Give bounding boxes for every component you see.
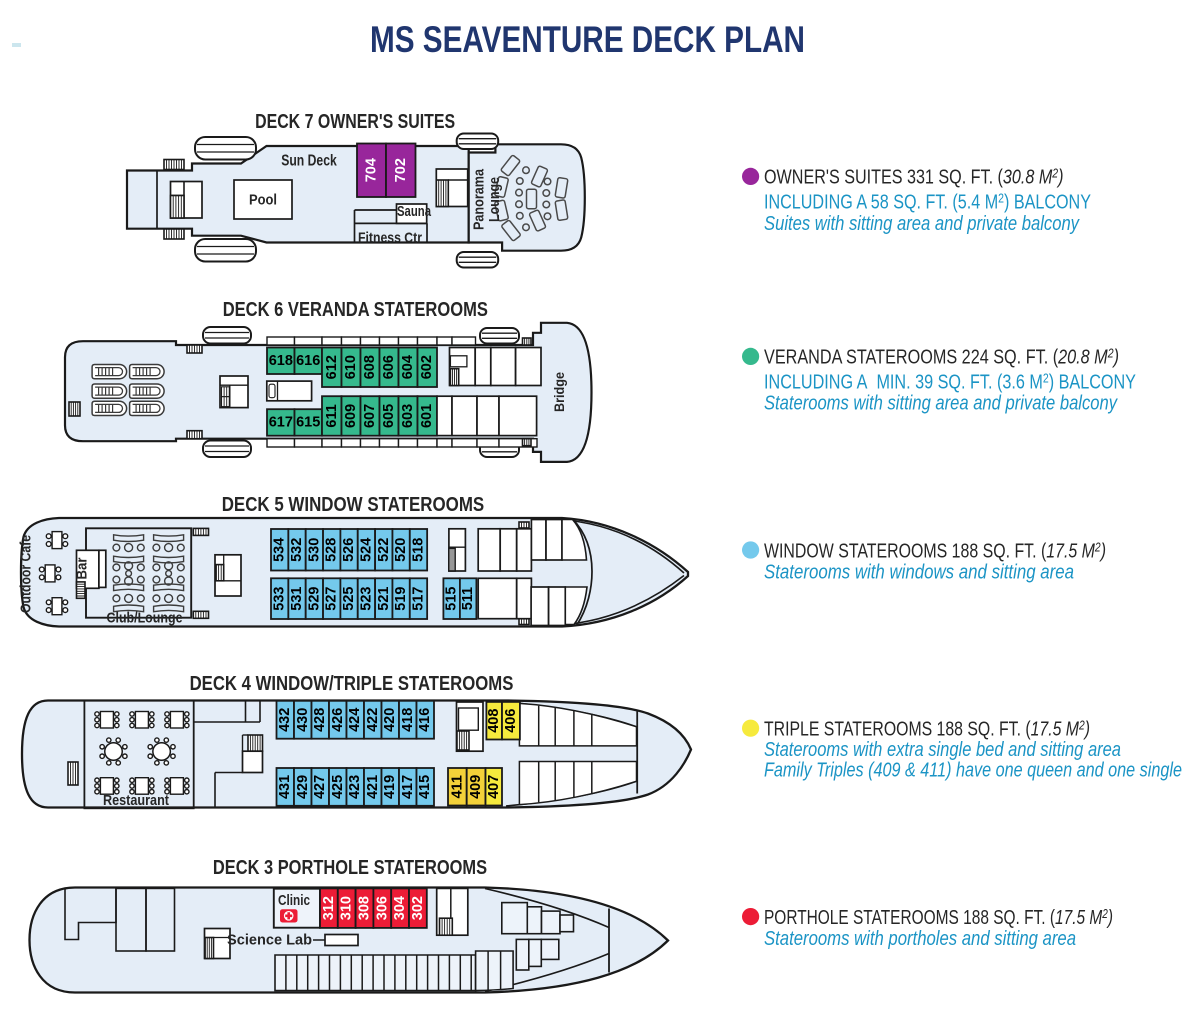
svg-text:306: 306 <box>374 896 390 920</box>
svg-text:426: 426 <box>330 708 346 732</box>
svg-text:519: 519 <box>393 586 409 610</box>
svg-text:DECK 3 PORTHOLE STATEROOMS: DECK 3 PORTHOLE STATEROOMS <box>213 856 487 879</box>
svg-text:526: 526 <box>341 538 357 562</box>
svg-text:421: 421 <box>365 775 381 799</box>
svg-text:530: 530 <box>306 538 322 562</box>
svg-text:529: 529 <box>306 586 322 610</box>
svg-text:615: 615 <box>296 414 320 430</box>
svg-text:532: 532 <box>289 538 305 562</box>
svg-text:310: 310 <box>339 896 355 920</box>
svg-text:424: 424 <box>347 708 363 732</box>
svg-text:Staterooms with sitting area a: Staterooms with sitting area and private… <box>764 393 1118 415</box>
svg-text:425: 425 <box>330 775 346 799</box>
svg-text:INCLUDING A 58 SQ. FT. (5.4 M2: INCLUDING A 58 SQ. FT. (5.4 M2) BALCONY <box>764 191 1091 214</box>
svg-text:520: 520 <box>393 538 409 562</box>
svg-text:302: 302 <box>410 896 426 920</box>
svg-text:603: 603 <box>400 404 416 428</box>
svg-text:Club/Lounge: Club/Lounge <box>107 610 183 627</box>
svg-text:Suites with sitting area and p: Suites with sitting area and private bal… <box>764 213 1080 235</box>
svg-text:611: 611 <box>324 404 340 427</box>
svg-text:Bar: Bar <box>75 557 91 579</box>
svg-text:616: 616 <box>296 353 320 369</box>
svg-text:415: 415 <box>417 775 433 799</box>
svg-text:406: 406 <box>503 709 519 733</box>
svg-text:523: 523 <box>358 586 374 610</box>
svg-text:612: 612 <box>324 355 340 379</box>
svg-text:417: 417 <box>400 775 416 799</box>
svg-text:618: 618 <box>269 353 293 369</box>
svg-text:533: 533 <box>272 586 288 610</box>
svg-text:312: 312 <box>321 896 337 920</box>
svg-text:704: 704 <box>364 158 380 182</box>
svg-text:419: 419 <box>382 775 398 799</box>
svg-text:INCLUDING A MIN. 39 SQ. FT. (: INCLUDING A MIN. 39 SQ. FT. (3.6 M2) BAL… <box>764 371 1136 394</box>
svg-text:525: 525 <box>341 586 357 610</box>
svg-text:528: 528 <box>324 538 340 562</box>
svg-text:409: 409 <box>468 775 484 799</box>
svg-text:422: 422 <box>365 708 381 732</box>
svg-text:527: 527 <box>324 586 340 610</box>
svg-text:Sun Deck: Sun Deck <box>281 153 337 170</box>
svg-text:418: 418 <box>400 708 416 732</box>
svg-text:521: 521 <box>376 586 392 610</box>
svg-text:Science Lab: Science Lab <box>227 932 312 949</box>
svg-text:411: 411 <box>449 775 465 798</box>
svg-text:606: 606 <box>381 355 397 379</box>
svg-text:605: 605 <box>381 404 397 428</box>
svg-text:522: 522 <box>376 538 392 562</box>
svg-text:DECK 5 WINDOW STATEROOMS: DECK 5 WINDOW STATEROOMS <box>222 493 485 516</box>
svg-text:Staterooms with portholes and: Staterooms with portholes and sitting ar… <box>764 928 1076 950</box>
svg-text:Outdoor Cafe: Outdoor Cafe <box>19 535 35 613</box>
svg-text:PORTHOLE STATEROOMS 188 SQ. FT: PORTHOLE STATEROOMS 188 SQ. FT. (17.5 M2… <box>764 906 1113 929</box>
svg-text:534: 534 <box>272 538 288 562</box>
svg-text:408: 408 <box>486 709 502 733</box>
svg-text:308: 308 <box>357 896 373 920</box>
svg-text:617: 617 <box>269 414 293 430</box>
svg-text:511: 511 <box>460 587 476 610</box>
svg-text:604: 604 <box>400 355 416 379</box>
svg-text:518: 518 <box>411 538 427 562</box>
svg-text:TRIPLE STATEROOMS 188 SQ. FT.: TRIPLE STATEROOMS 188 SQ. FT. (17.5 M2) <box>764 718 1090 741</box>
svg-text:DECK 6 VERANDA STATEROOMS: DECK 6 VERANDA STATEROOMS <box>223 298 488 321</box>
svg-text:608: 608 <box>362 355 378 379</box>
svg-text:601: 601 <box>419 404 435 428</box>
svg-text:DECK 7 OWNER'S SUITES: DECK 7 OWNER'S SUITES <box>255 110 455 133</box>
svg-text:Fitness Ctr: Fitness Ctr <box>358 230 422 247</box>
svg-text:430: 430 <box>295 708 311 732</box>
svg-text:602: 602 <box>419 355 435 379</box>
svg-text:702: 702 <box>393 158 409 182</box>
svg-text:304: 304 <box>392 896 408 920</box>
svg-text:Panorama: Panorama <box>472 168 488 230</box>
svg-text:407: 407 <box>486 775 502 799</box>
svg-text:431: 431 <box>277 775 293 799</box>
svg-text:WINDOW STATEROOMS 188 SQ. FT.: WINDOW STATEROOMS 188 SQ. FT. (17.5 M2) <box>764 539 1106 562</box>
svg-text:429: 429 <box>295 775 311 799</box>
svg-text:OWNER'S SUITES 331 SQ. FT. (30: OWNER'S SUITES 331 SQ. FT. (30.8 M2) <box>764 166 1064 189</box>
svg-text:Clinic: Clinic <box>278 893 310 909</box>
svg-text:MS SEAVENTURE DECK PLAN: MS SEAVENTURE DECK PLAN <box>370 19 805 60</box>
svg-text:609: 609 <box>343 404 359 428</box>
svg-text:DECK 4 WINDOW/TRIPLE STATEROOM: DECK 4 WINDOW/TRIPLE STATEROOMS <box>190 672 514 695</box>
svg-text:432: 432 <box>277 708 293 732</box>
svg-text:427: 427 <box>312 775 328 799</box>
svg-text:Pool: Pool <box>249 192 277 209</box>
svg-text:531: 531 <box>289 586 305 610</box>
svg-text:Sauna: Sauna <box>397 204 432 220</box>
svg-text:Bridge: Bridge <box>551 372 567 412</box>
svg-text:416: 416 <box>417 708 433 732</box>
svg-text:Family Triples (409 & 411) hav: Family Triples (409 & 411) have one quee… <box>764 760 1182 782</box>
svg-text:517: 517 <box>411 586 427 610</box>
svg-text:524: 524 <box>358 538 374 562</box>
svg-text:Staterooms with extra single b: Staterooms with extra single bed and sit… <box>764 739 1121 761</box>
svg-text:VERANDA STATEROOMS 224 SQ. FT.: VERANDA STATEROOMS 224 SQ. FT. (20.8 M2) <box>764 346 1119 369</box>
svg-text:420: 420 <box>382 708 398 732</box>
svg-text:Restaurant: Restaurant <box>103 792 169 809</box>
svg-text:Staterooms with windows and si: Staterooms with windows and sitting area <box>764 562 1074 584</box>
svg-text:607: 607 <box>362 404 378 428</box>
svg-text:423: 423 <box>347 775 363 799</box>
svg-text:428: 428 <box>312 708 328 732</box>
svg-text:610: 610 <box>343 355 359 379</box>
svg-text:515: 515 <box>444 586 460 610</box>
svg-text:Lounge: Lounge <box>487 177 503 222</box>
